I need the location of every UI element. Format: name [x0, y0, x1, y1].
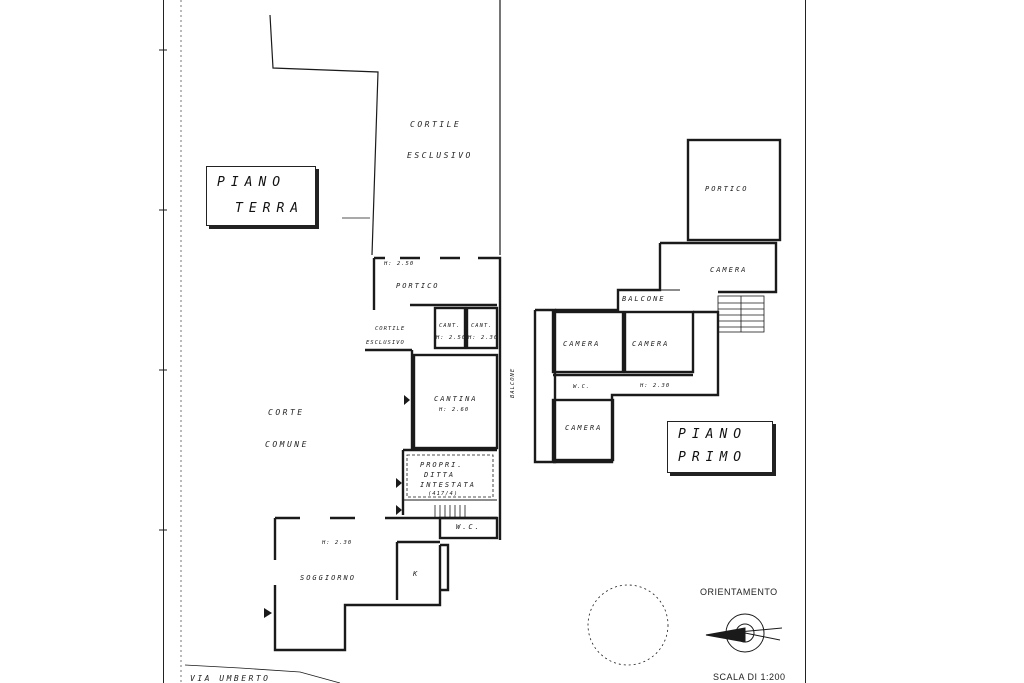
door-arrows — [264, 395, 410, 618]
via-label: VIA UMBERTO — [190, 674, 271, 683]
margin-ticks — [159, 0, 182, 683]
camera-bottom-label: CAMERA — [565, 424, 603, 432]
cant2-label: CANT. — [471, 323, 493, 329]
orientation-label: ORIENTAMENTO — [700, 587, 778, 597]
portico-first-label: PORTICO — [705, 185, 749, 193]
proprieta-line1: PROPRI. — [420, 461, 464, 469]
piano-primo-line2: PRIMO — [678, 450, 748, 465]
camera-left-label: CAMERA — [563, 340, 601, 348]
cant2-height: H: 2.30 — [468, 335, 499, 341]
road-line — [184, 664, 341, 683]
portico-label: PORTICO — [396, 282, 440, 290]
corte-label-2: COMUNE — [265, 440, 309, 449]
proprieta-dashed — [406, 454, 494, 498]
wc-first-label: W.C. — [573, 384, 591, 390]
soggiorno-label: SOGGIORNO — [300, 574, 356, 582]
cortile-small-2: ESCLUSIVO — [366, 340, 405, 346]
cant1-height: H: 2.50 — [436, 335, 467, 341]
cantina-label: CANTINA — [434, 395, 478, 403]
cortile-label-1: CORTILE — [410, 120, 462, 129]
orientation-symbol — [705, 613, 783, 653]
piano-terra-title: PIANO TERRA — [206, 166, 316, 226]
corte-label-1: CORTE — [268, 408, 305, 417]
balcone-top-label: BALCONE — [622, 295, 666, 303]
piano-primo-line1: PIANO — [678, 427, 748, 442]
kitchen-label: K — [413, 570, 420, 578]
first-floor-walls — [533, 138, 782, 464]
proprieta-line4: (417/4) — [428, 491, 459, 497]
camera-top-label: CAMERA — [710, 266, 748, 274]
portico-height: H: 2.50 — [384, 261, 415, 267]
proprieta-line2: DITTA — [424, 471, 456, 479]
cortile-esclusivo-outline — [269, 0, 501, 256]
ground-openings — [273, 256, 478, 585]
wc-ground-label: W.C. — [456, 523, 481, 531]
first-floor-stairs — [717, 295, 765, 333]
stamp-circle — [587, 584, 669, 666]
soggiorno-height: H: 2.30 — [322, 540, 353, 546]
ground-stairs — [434, 505, 466, 518]
scale-label: SCALA DI 1:200 — [713, 672, 786, 682]
cant1-label: CANT. — [439, 323, 461, 329]
cortile-small-1: CORTILE — [375, 326, 406, 332]
balcone-side-label: BALCONE — [510, 367, 516, 398]
proprieta-line3: INTESTATA — [420, 481, 476, 489]
first-floor-height: H: 2.30 — [640, 383, 671, 389]
piano-terra-line1: PIANO — [217, 175, 287, 190]
cantina-height: H: 2.60 — [439, 407, 470, 413]
ground-floor-walls — [273, 256, 502, 652]
drawing-sheet — [163, 0, 806, 683]
piano-terra-line2: TERRA — [235, 201, 305, 216]
camera-mid-label: CAMERA — [632, 340, 670, 348]
cortile-label-2: ESCLUSIVO — [407, 151, 473, 160]
piano-primo-title: PIANO PRIMO — [667, 421, 773, 473]
